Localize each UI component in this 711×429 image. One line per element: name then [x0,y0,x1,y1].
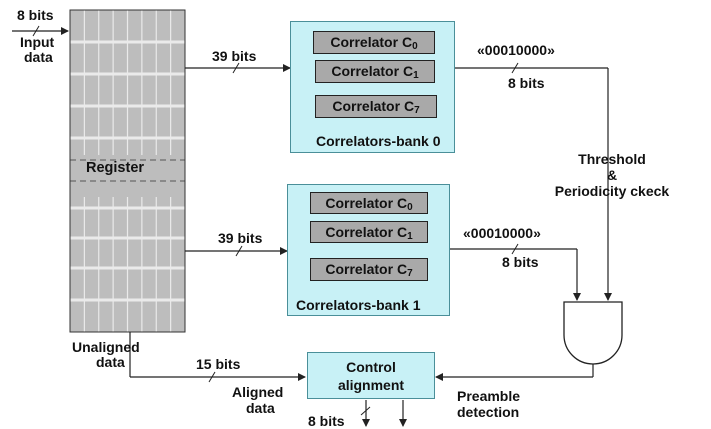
unaligned-label-line1: Unaligned [72,339,140,355]
bus-to-bank-0 [185,62,291,74]
bank-0-correlator-c0: Correlator C0 [313,31,435,54]
bank-1-bus-label: 39 bits [218,230,263,246]
register-block [69,9,186,333]
control-alignment-line2: alignment [337,377,405,393]
bank-0-output-label: 8 bits [508,75,545,91]
bank-1-correlator-c1: Correlator C1 [310,221,428,243]
unaligned-label-line2: data [96,354,125,370]
input-arrow [12,25,69,37]
bank-0-correlator-c7: Correlator C7 [315,95,437,118]
input-label-line1: Input [20,34,55,50]
bank-1-correlator-c7: Correlator C7 [310,258,428,281]
preamble-detection-line [435,364,594,381]
unaligned-data-line [129,332,306,383]
input-width-label: 8 bits [17,7,54,23]
control-input-width-label: 15 bits [196,356,241,372]
bank-1-output-label: 8 bits [502,254,539,270]
register-label: Register [86,160,145,176]
bank-1-pattern-label: «00010000» [463,225,541,241]
bank-1-output-line [450,243,581,301]
bank-1-correlator-c0: Correlator C0 [310,192,428,214]
control-alignment-block: Control alignment [307,352,435,399]
bank-0-label: Correlators-bank 0 [316,133,441,149]
threshold-label-line2: & [606,167,618,183]
aligned-output-arrows [360,400,407,427]
threshold-label-line3: Periodicity ckeck [554,183,670,199]
bus-to-bank-1 [185,245,288,257]
bank-0-correlator-c1: Correlator C1 [315,60,435,83]
preamble-detection-line1: Preamble [457,388,521,404]
bank-0-pattern-label: «00010000» [477,42,555,58]
bank-1-label: Correlators-bank 1 [296,297,421,313]
and-gate [563,301,623,365]
input-label-line2: data [24,49,53,65]
aligned-data-line1: Aligned [232,384,284,400]
preamble-detection-line2: detection [457,404,520,420]
bank-0-bus-label: 39 bits [212,48,257,64]
threshold-label-line1: Threshold [578,151,646,167]
aligned-data-line2: data [246,400,275,416]
control-output-width-label: 8 bits [308,413,345,429]
bank-0-output-line [455,62,612,301]
control-alignment-line1: Control [346,359,396,375]
